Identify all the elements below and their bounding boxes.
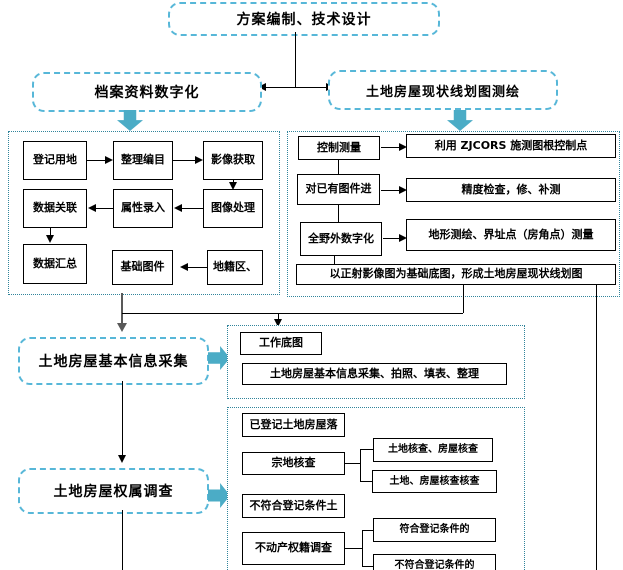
box-base-maps: 基础图件: [112, 250, 173, 285]
arrowhead-zone-basemaps: [180, 263, 188, 271]
block-arrow-down-left: [117, 110, 143, 131]
box-cadastral-zone: 地籍区、: [207, 250, 263, 285]
arrowhead-catalog-acquire: [195, 156, 203, 164]
box-catalog: 整理编目: [113, 141, 173, 180]
box-land-house-check: 土地核查、房屋核查: [373, 438, 493, 462]
node-status-line-mapping: 土地房屋现状线划图测绘: [328, 70, 558, 110]
bracket-parcel-top: [360, 449, 373, 450]
connector-attr-link: [96, 208, 113, 209]
connector-ownership-down: [122, 510, 123, 570]
box-control-survey: 控制测量: [298, 136, 380, 160]
node-plan-design: 方案编制、技术设计: [168, 2, 440, 36]
connector-ortho-down: [463, 285, 464, 313]
block-arrow-down-right: [447, 110, 473, 131]
box-attr-entry: 属性录入: [113, 189, 173, 228]
connector-collect-to-ownership: [122, 381, 123, 456]
connector-digitize-down: [121, 293, 123, 324]
box-terrain-survey: 地形测绘、界址点（房角点）测量: [406, 219, 616, 251]
arrowhead-into-info-collect: [117, 323, 127, 332]
box-not-qualified: 不符合登记条件土: [242, 494, 345, 518]
box-qualified-register: 符合登记条件的: [373, 518, 496, 542]
connector-control-zjcors: [381, 147, 399, 148]
arrowhead-into-collect-panel: [274, 319, 282, 327]
arrowhead-acquire-process: [229, 182, 237, 190]
bracket-estate-stem: [345, 548, 362, 549]
bracket-estate-top: [362, 530, 373, 531]
box-data-link: 数据关联: [23, 189, 87, 228]
box-ortho-base: 以正射影像图为基础底图，形成土地房屋现状线划图: [296, 264, 616, 285]
connector-existing-field: [338, 205, 339, 222]
connector-top-split: [264, 87, 328, 88]
box-existing-maps: 对已有图件进: [297, 174, 380, 205]
box-parcel-check: 宗地核查: [242, 452, 345, 475]
arrowhead-register-catalog: [105, 156, 113, 164]
bracket-parcel-bottom: [360, 481, 372, 482]
arrowhead-attr-link: [88, 204, 96, 212]
connector-right-down-long: [596, 285, 597, 570]
connector-acquire-process: [233, 180, 234, 183]
box-data-summary: 数据汇总: [23, 244, 87, 284]
bracket-estate-vertical: [362, 530, 363, 566]
arrowhead-link-summary: [46, 235, 54, 243]
arrowhead-field-terrain: [399, 234, 407, 242]
bracket-parcel-stem: [345, 463, 360, 464]
connector-top-vertical: [295, 32, 296, 88]
box-registered: 已登记土地房屋落: [242, 413, 345, 437]
box-image-acquire: 影像获取: [203, 141, 263, 180]
node-ownership-survey: 土地房屋权属调查: [18, 468, 209, 514]
connector-register-catalog: [87, 160, 105, 161]
box-image-process: 图像处理: [203, 189, 263, 228]
bracket-parcel-vertical: [360, 449, 361, 482]
connector-field-ortho: [334, 256, 335, 264]
box-field-digitize: 全野外数字化: [300, 222, 382, 256]
arrowhead-existing-precision: [399, 186, 407, 194]
arrowhead-to-branch-left: [258, 83, 266, 91]
arrowhead-into-ownership: [118, 455, 126, 463]
bracket-estate-bottom: [362, 566, 373, 567]
connector-control-existing: [338, 160, 339, 174]
box-register-land: 登记用地: [23, 141, 87, 180]
connector-branch-to-collect-panel: [278, 313, 279, 320]
connector-merge-horizontal: [122, 313, 463, 314]
box-zjcors: 利用 ZJCORS 施测图根控制点: [406, 134, 616, 158]
connector-process-attr: [182, 208, 203, 209]
connector-field-terrain: [383, 238, 399, 239]
node-archive-digitization: 档案资料数字化: [32, 72, 262, 112]
arrowhead-control-zjcors: [399, 143, 407, 151]
box-collect-detail: 土地房屋基本信息采集、拍照、填表、整理: [242, 363, 507, 385]
box-land-house-check2: 土地、房屋核查核查: [372, 470, 497, 493]
box-work-base-map: 工作底图: [240, 332, 322, 355]
box-precision-check: 精度检查，修、补测: [406, 178, 616, 202]
connector-existing-precision: [381, 190, 399, 191]
connector-link-summary: [50, 228, 51, 236]
box-unqualified-register: 不符合登记条件的: [373, 554, 496, 570]
node-info-collect: 土地房屋基本信息采集: [18, 337, 209, 385]
connector-zone-basemaps: [188, 267, 207, 268]
connector-catalog-acquire: [173, 160, 195, 161]
box-estate-survey: 不动产权籍调查: [242, 532, 345, 565]
arrowhead-process-attr: [174, 204, 182, 212]
